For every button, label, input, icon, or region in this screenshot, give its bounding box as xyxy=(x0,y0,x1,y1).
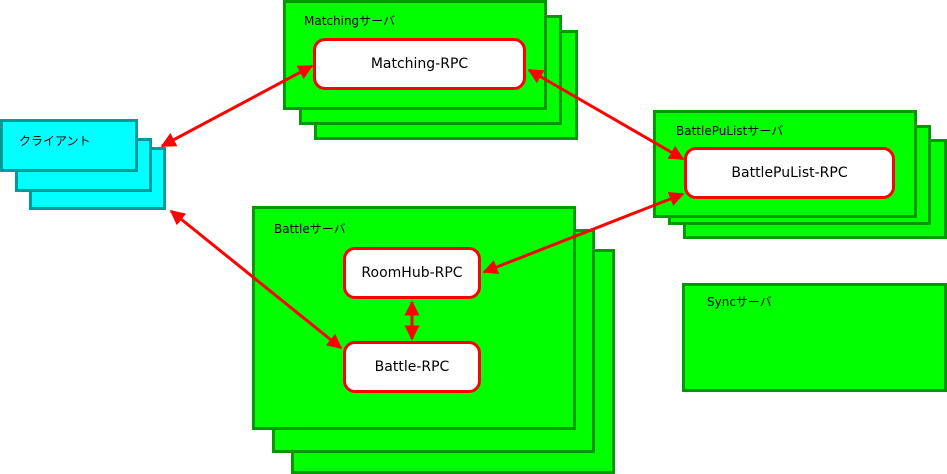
battlepulist-server-label: BattlePuListサーバ xyxy=(676,124,784,138)
battle-server-label: Battleサーバ xyxy=(274,222,346,236)
battle-server[interactable]: Battleサーバ xyxy=(252,206,576,430)
battle-rpc[interactable]: Battle-RPC xyxy=(343,341,481,393)
roomhub-rpc[interactable]: RoomHub-RPC xyxy=(343,247,481,299)
client-box[interactable]: クライアント xyxy=(0,119,138,172)
sync-server[interactable]: Syncサーバ xyxy=(682,283,947,392)
matching-rpc[interactable]: Matching-RPC xyxy=(313,38,526,90)
battlepulist-rpc[interactable]: BattlePuList-RPC xyxy=(684,147,895,199)
sync-server-label: Syncサーバ xyxy=(707,295,772,309)
matching-server-label: Matchingサーバ xyxy=(304,14,396,28)
client-label: クライアント xyxy=(19,134,91,148)
